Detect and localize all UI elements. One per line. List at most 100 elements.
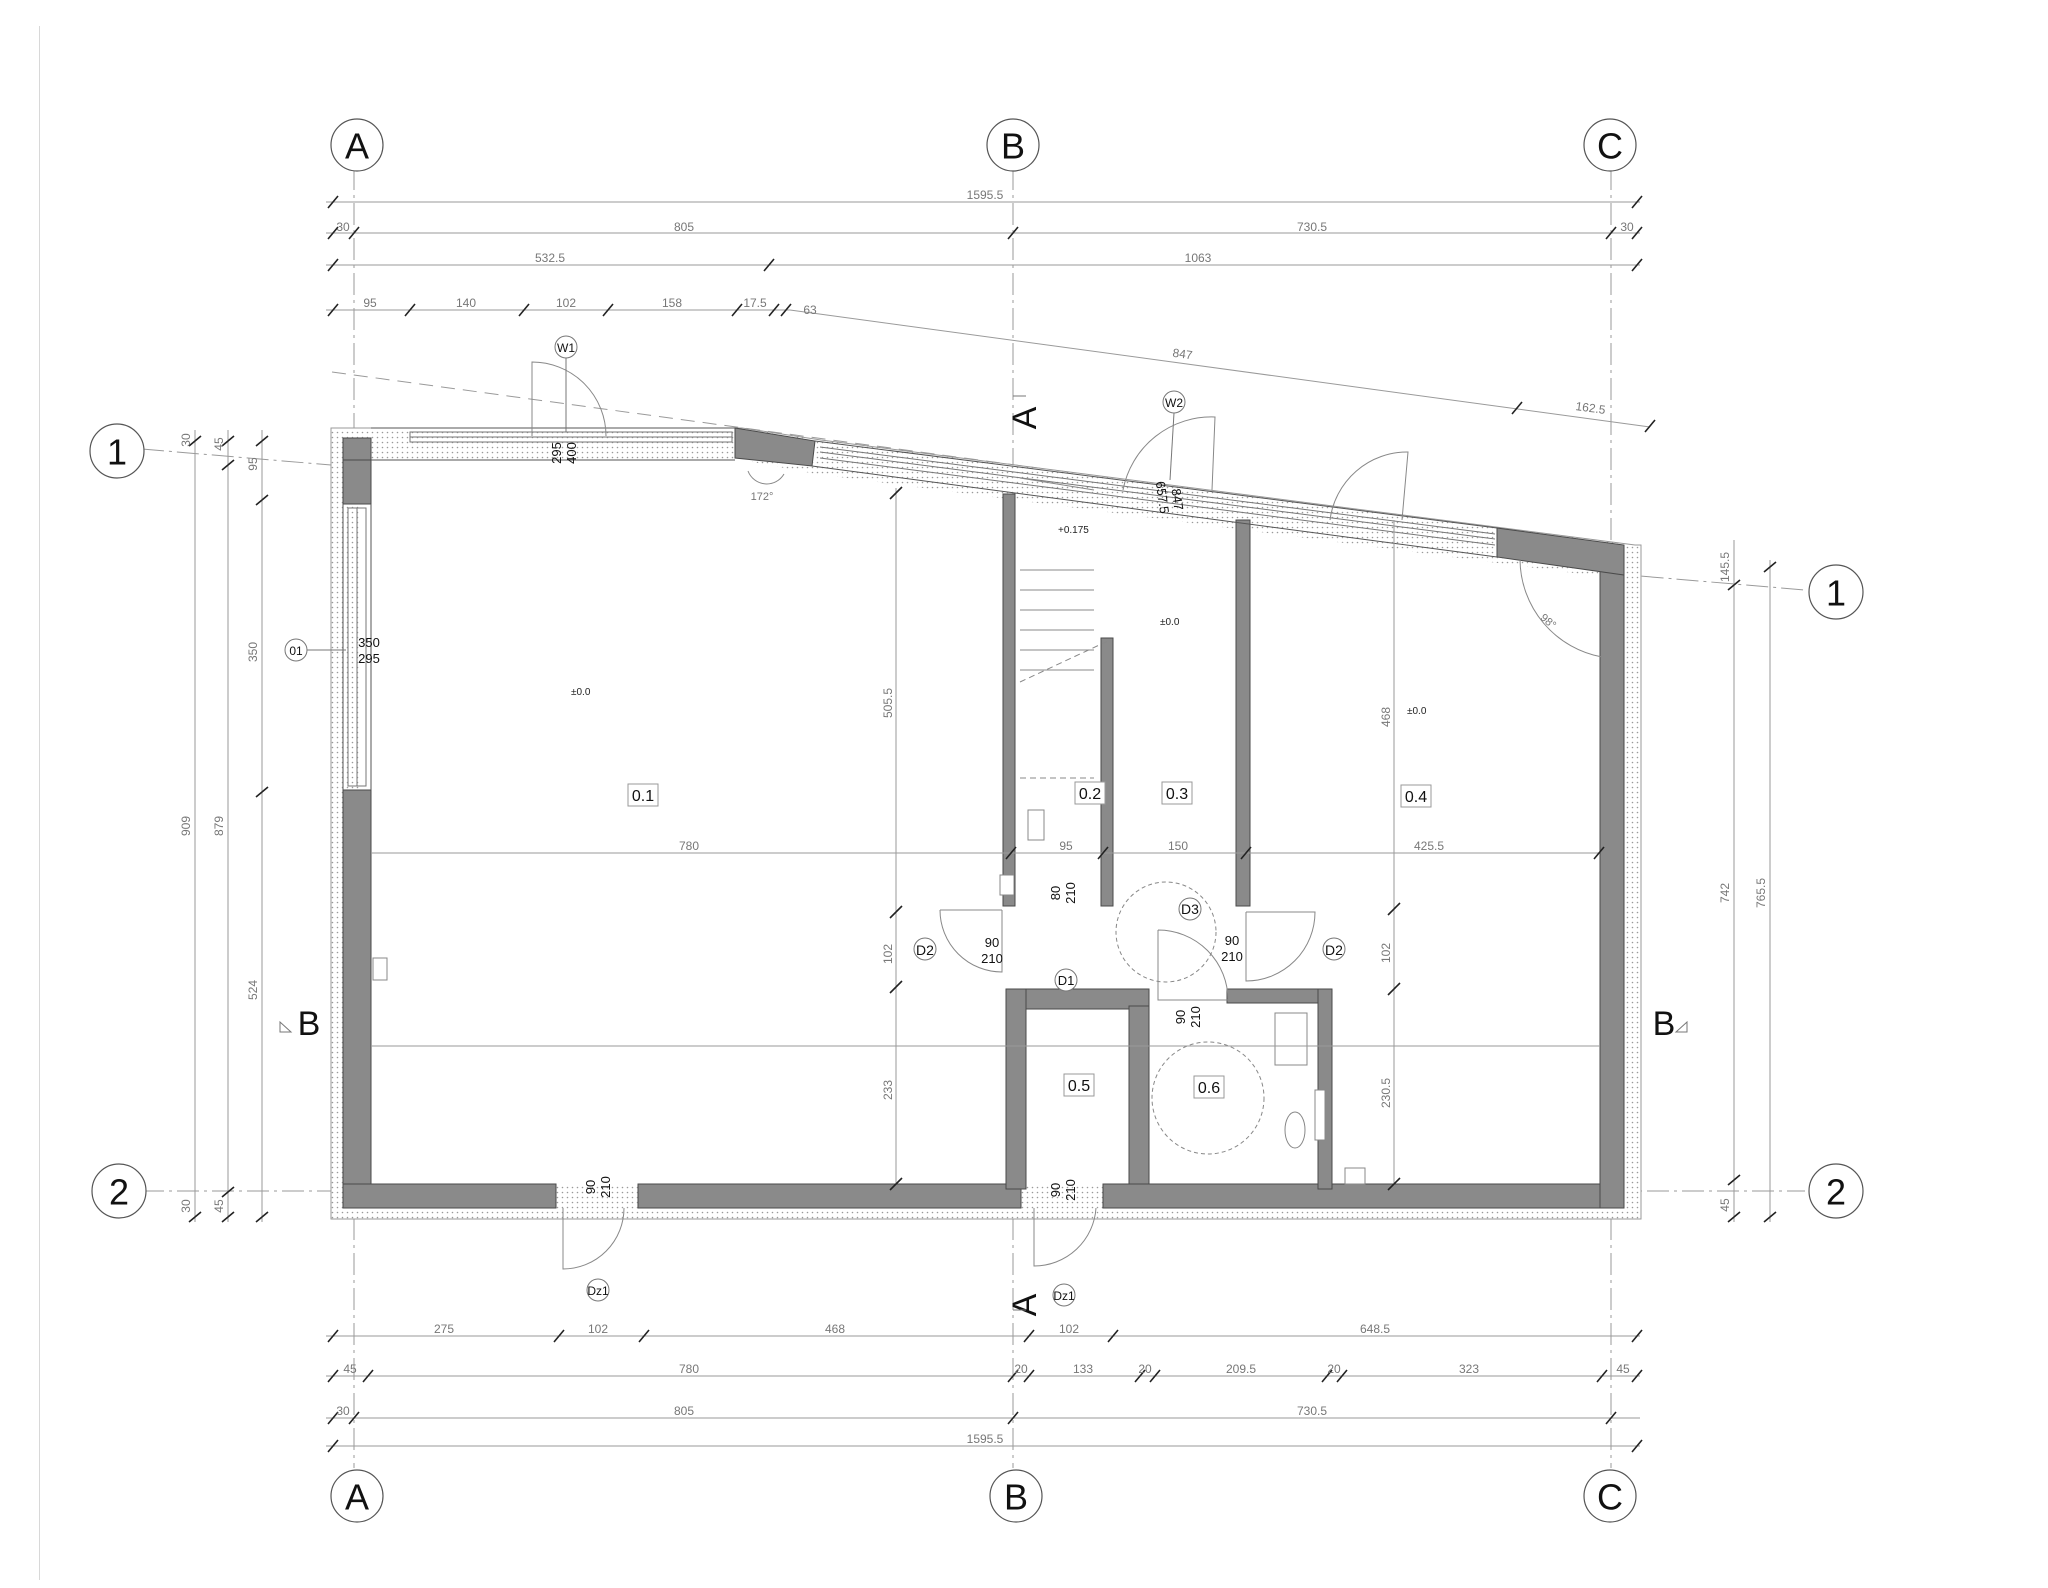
dim-top-row4-1: 140 [456,296,476,310]
dim-bottom-row2-1: 780 [679,1362,699,1376]
dim-interior-230: 230.5 [1379,1078,1393,1108]
dim-interior-425: 425.5 [1414,839,1444,853]
dim-interior-95: 95 [1059,839,1073,853]
door-Dz1-right-swing [1033,1207,1097,1267]
wall-partition-03-04 [1235,519,1251,907]
tag-Dz1-left: Dz1 [587,1284,609,1298]
dim-bottom-row1-0: 275 [434,1322,454,1336]
room-0-4-label: 0.4 [1405,789,1427,806]
room-0-2-label: 0.2 [1079,786,1101,803]
dim-bottom-row3-2: 730.5 [1297,1404,1327,1418]
wall-room05-west [1005,988,1027,1190]
grid-bubble-1-left [89,423,145,479]
dim-top-row2-3: 30 [1620,220,1634,234]
section-arrows [279,395,1688,1311]
wall-corner-nw [342,437,372,461]
W1-height: 295 [549,442,564,464]
D2-right-height: 210 [1221,949,1243,964]
grid-bubble-B-bottom [989,1469,1043,1523]
dim-bottom-total: 1595.5 [967,1432,1004,1446]
dim-left-small-1: 45 [212,437,226,451]
room-0-3-level: ±0.0 [1160,617,1180,628]
door-D2-left-swing [939,909,1003,973]
stair-level: +0.175 [1058,525,1089,536]
D2-left-height: 210 [981,951,1003,966]
grid-bubble-A-top [330,118,384,172]
tag-D3: D3 [1181,901,1199,917]
fixture-stair [999,874,1015,896]
dim-bottom-row2-0: 45 [343,1362,357,1376]
opening-tags: W1 W2 01 D1 D2 D2 D3 Dz1 Dz1 [289,341,1343,1303]
wall-stair-east [1100,637,1114,907]
dim-left-small-2: 95 [246,457,260,471]
sink-02 [1027,809,1045,841]
grid-label-A-bottom: A [345,1477,369,1518]
dim-bottom-row2-8: 45 [1616,1362,1630,1376]
window-W2-swing [1122,416,1216,491]
dim-left-seg-top: 350 [246,642,260,662]
dim-top-row3-0: 532.5 [535,251,565,265]
grid-label-1-left: 1 [107,432,127,473]
drain-06 [1344,1167,1366,1185]
dim-bottom-row1-3: 102 [1059,1322,1079,1336]
section-A-bottom: A [1006,1293,1044,1316]
dim-bottom-row3-0: 30 [336,1404,350,1418]
grid-label-C-top: C [1597,126,1623,167]
room-0-4-level: ±0.0 [1407,706,1427,717]
dim-bottom-row2-4: 20 [1138,1362,1152,1376]
opening-tag-circles [284,335,1346,1307]
section-B-right: B [1653,1005,1676,1043]
D2-left-width: 90 [985,935,999,950]
dim-right-inner: 742 [1718,883,1732,903]
dim-left-small-4: 45 [212,1199,226,1213]
grid-label-B-top: B [1001,126,1025,167]
dim-interior-233: 233 [881,1080,895,1100]
grid-bubble-2-left [91,1163,147,1219]
room-0-3-label: 0.3 [1166,786,1188,803]
dim-left-seg-bottom: 524 [246,980,260,1000]
walls [330,427,1642,1220]
room-label-boxes [627,781,1432,1099]
wall-south-1 [342,1183,557,1209]
window-swing-3 [1329,451,1409,521]
bottom-dimension-lines [326,1335,1640,1447]
W1-width: 400 [564,442,579,464]
dim-top-row2-2: 730.5 [1297,220,1327,234]
angle-arcs [747,470,785,485]
stair [1019,477,1111,779]
bottom-dimension-labels: 275 102 468 102 648.5 45 780 20 133 20 2… [336,1322,1630,1446]
grid-bubble-C-top [1583,118,1637,172]
dim-top-row2-1: 805 [674,220,694,234]
windows [347,431,1496,787]
dim-interior-150: 150 [1168,839,1188,853]
dim-bottom-row2-3: 133 [1073,1362,1093,1376]
D2-right-width: 90 [1225,933,1239,948]
grid-bubble-A-bottom [330,1469,384,1523]
tag-Dz1-right: Dz1 [1053,1289,1075,1303]
interior-dimension-lines [371,488,1600,1184]
tag-D2-left: D2 [916,942,934,958]
wall-room06-east [1317,988,1333,1190]
angle-172: 172° [751,491,774,503]
room06-turning-circle [1151,1041,1265,1155]
grid-label-1-right: 1 [1826,573,1846,614]
grid-bubble-1-right [1808,564,1864,620]
W2-b: 657.5 [1153,480,1172,514]
level-marks: ±0.0 ±0.0 ±0.0 +0.175 [571,525,1427,717]
dim-bottom-row1-4: 648.5 [1360,1322,1390,1336]
door-Dz1-left-swing [562,1207,625,1270]
dim-interior-780: 780 [679,839,699,853]
interior-dimension-labels: 780 95 150 425.5 505.5 102 233 468 102 2… [679,688,1444,1108]
dim-top-diagonal-0: 847 [1172,346,1194,363]
fixtures [372,809,1366,1185]
dim-left-inner: 879 [212,816,226,836]
grid-label-A-top: A [345,126,369,167]
dim-bottom-row2-6: 20 [1327,1362,1341,1376]
dim-bottom-row2-2: 20 [1014,1362,1028,1376]
dim-bottom-row3-1: 805 [674,1404,694,1418]
side-dimension-lines [194,430,1771,1222]
rail-06 [1314,1089,1326,1141]
wall-south-3 [1102,1183,1625,1209]
D3-height: 210 [1188,1006,1203,1028]
